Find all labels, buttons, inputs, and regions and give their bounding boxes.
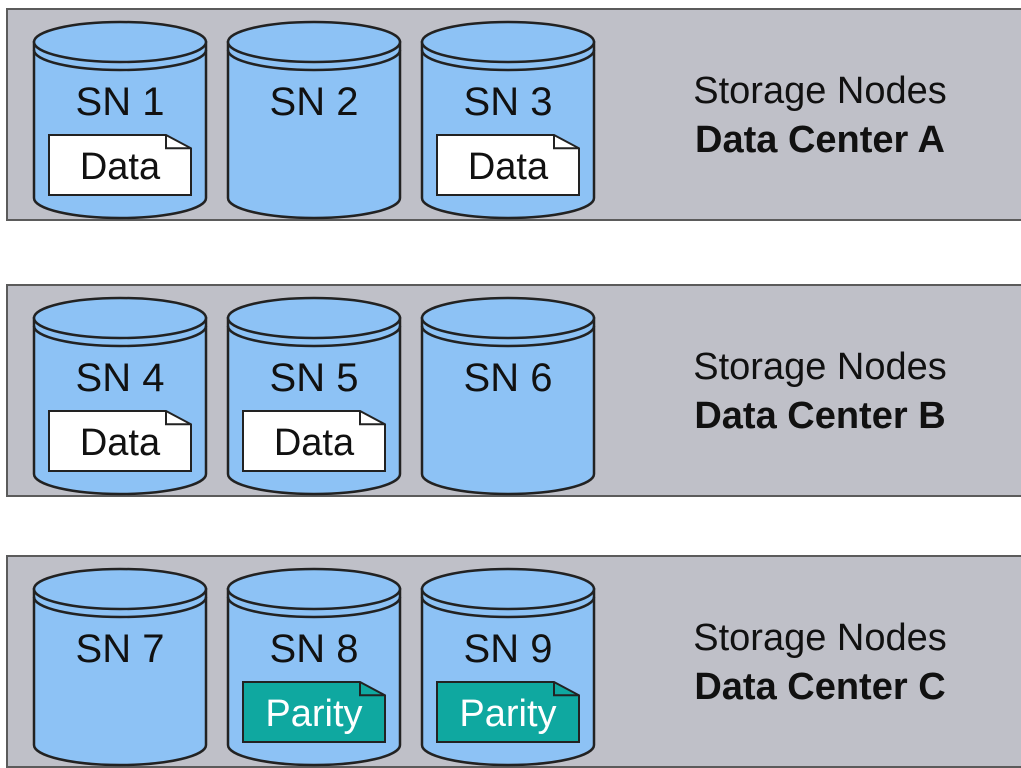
data-fragment: Data [436, 134, 580, 196]
storage-node: SN 1 Data [32, 20, 208, 220]
caption-storage-nodes: Storage Nodes [693, 617, 947, 659]
storage-node-label: SN 5 [269, 356, 359, 400]
storage-node: SN 6 [420, 296, 596, 496]
fragment-label: Data [79, 422, 161, 464]
storage-node-label: SN 8 [269, 627, 359, 671]
data-fragment: Data [242, 410, 386, 472]
storage-node: SN 9 Parity [420, 567, 596, 767]
fragment-icon [436, 681, 580, 743]
fragment-icon [436, 134, 580, 196]
caption-data-center-name: Data Center B [694, 395, 946, 437]
fragment-label: Data [273, 422, 355, 464]
fragment-icon [242, 681, 386, 743]
fragment-icon [48, 410, 192, 472]
storage-node: SN 4 Data [32, 296, 208, 496]
fragment-label: Data [79, 146, 161, 188]
caption-data-center-name: Data Center A [695, 119, 945, 161]
storage-node-label: SN 7 [75, 627, 165, 671]
cylinder-shape [32, 567, 208, 767]
caption-data-center-name: Data Center C [694, 666, 946, 708]
storage-node: SN 8 Parity [226, 567, 402, 767]
storage-node-label: SN 4 [75, 356, 165, 400]
parity-fragment: Parity [242, 681, 386, 743]
storage-node-label: SN 2 [269, 80, 359, 124]
storage-node-label: SN 1 [75, 80, 165, 124]
caption-storage-nodes: Storage Nodes [693, 70, 947, 112]
storage-node: SN 3 Data [420, 20, 596, 220]
cylinder-shape [226, 20, 402, 220]
storage-node-label: SN 6 [463, 356, 553, 400]
fragment-label: Data [467, 146, 549, 188]
storage-node-label: SN 9 [463, 627, 553, 671]
data-fragment: Data [48, 134, 192, 196]
caption-storage-nodes: Storage Nodes [693, 346, 947, 388]
storage-node: SN 7 [32, 567, 208, 767]
data-fragment: Data [48, 410, 192, 472]
fragment-label: Parity [459, 693, 557, 735]
storage-node-label: SN 3 [463, 80, 553, 124]
storage-node: SN 5 Data [226, 296, 402, 496]
fragment-icon [48, 134, 192, 196]
parity-fragment: Parity [436, 681, 580, 743]
fragment-label: Parity [265, 693, 363, 735]
storage-node: SN 2 [226, 20, 402, 220]
fragment-icon [242, 410, 386, 472]
cylinder-shape [420, 296, 596, 496]
